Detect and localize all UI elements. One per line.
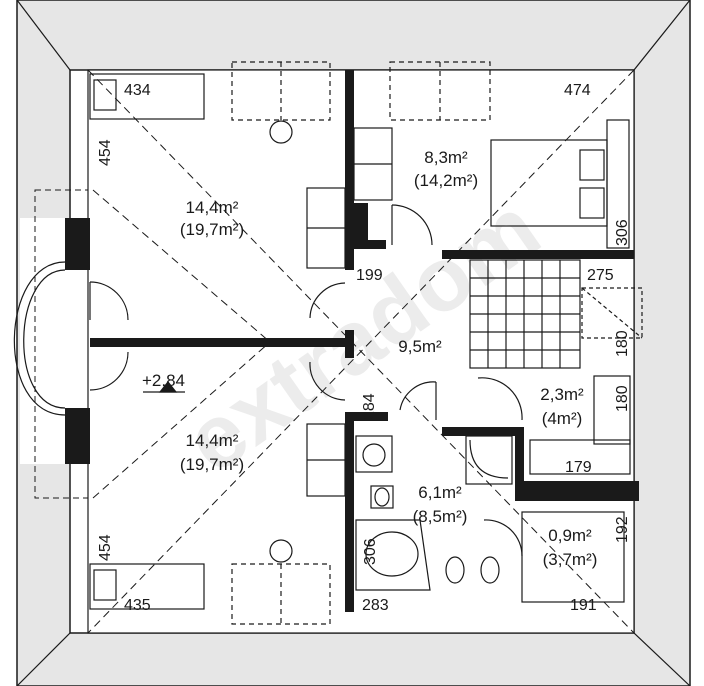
dim-top-right-height: 306: [614, 219, 631, 246]
dim-stair-height: 180: [614, 330, 631, 357]
furniture: [89, 61, 643, 625]
area-bedroom-bottom-left: 14,4m²: [186, 431, 239, 450]
area-closet: 2,3m²: [540, 385, 584, 404]
dim-bottom-left-width: 435: [124, 597, 151, 614]
area-bedroom-top-left: 14,4m²: [186, 198, 239, 217]
dim-top-left-height: 454: [97, 139, 114, 166]
area-wc: 0,9m²: [548, 526, 592, 545]
level-mark: [143, 381, 185, 393]
dim-wc-width: 191: [570, 597, 597, 614]
walls: [65, 70, 639, 612]
usable-wc: (3,7m²): [543, 550, 598, 569]
dim-bottom-left-height: 454: [97, 534, 114, 561]
dim-bath-width: 283: [362, 597, 389, 614]
area-bedroom-top-right: 8,3m²: [424, 148, 468, 167]
usable-bedroom-top-left: (19,7m²): [180, 220, 244, 239]
area-hall: 9,5m²: [398, 337, 442, 356]
usable-closet: (4m²): [542, 409, 583, 428]
dim-door-top: 199: [356, 267, 383, 284]
usable-bedroom-top-right: (14,2m²): [414, 171, 478, 190]
dim-bath-door: 284: [361, 393, 378, 420]
area-bathroom: 6,1m²: [418, 483, 462, 502]
dim-closet-width: 179: [565, 459, 592, 476]
usable-bathroom: (8,5m²): [413, 507, 468, 526]
dim-closet-height: 180: [614, 385, 631, 412]
dim-top-right-width: 474: [564, 82, 591, 99]
usable-bedroom-bottom-left: (19,7m²): [180, 455, 244, 474]
level-mark-label: +2,84: [142, 371, 185, 390]
dim-bath-height: 306: [362, 538, 379, 565]
dim-top-left-width: 434: [124, 82, 151, 99]
dim-stair-width: 275: [587, 267, 614, 284]
dim-wc-height: 192: [614, 516, 631, 543]
roof-lines: [87, 69, 635, 634]
